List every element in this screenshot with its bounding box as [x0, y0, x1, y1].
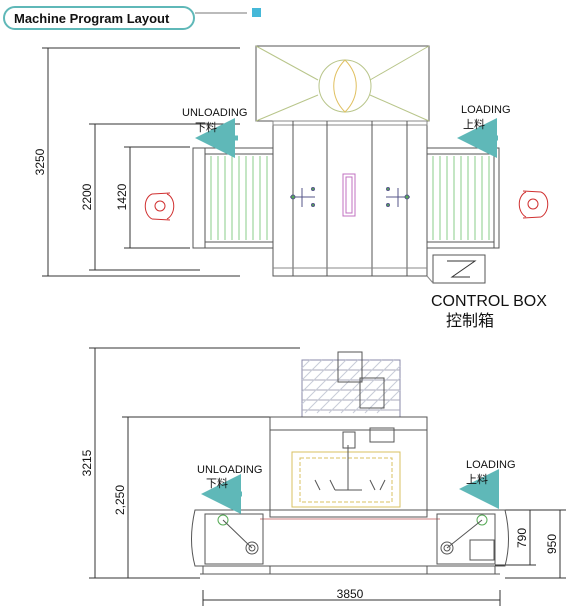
side-loading-zh-label: 上料: [466, 472, 488, 486]
title-connector: [195, 8, 261, 17]
dim-side-mid-height: 2,250: [113, 485, 127, 515]
top-unloading-label: UNLOADING: [182, 107, 247, 119]
side-dimension-lines: [89, 347, 566, 606]
control-box: [426, 254, 486, 284]
fan-housing: [255, 45, 430, 122]
top-unloading-zh-label: 下料: [195, 120, 217, 134]
side-base-frame: [191, 509, 509, 575]
side-unloading-label: UNLOADING: [197, 464, 262, 476]
chamber-handle-left: [290, 187, 315, 207]
top-loading-zh-label: 上料: [463, 117, 485, 131]
chamber-handle-right: [386, 187, 410, 207]
right-conveyor: [426, 147, 500, 249]
page-title: Machine Program Layout: [14, 10, 170, 26]
dim-top-inner: 1420: [115, 183, 129, 210]
side-right-module: [436, 513, 496, 565]
top-loading-label: LOADING: [461, 104, 511, 116]
side-unloading-zh-label: 下料: [206, 476, 228, 490]
dim-side-width: 3850: [337, 587, 364, 601]
top-dimension-lines: [42, 47, 240, 277]
side-main-body: [269, 416, 428, 518]
side-loading-label: LOADING: [466, 459, 516, 471]
control-box-zh-label: 控制箱: [446, 312, 494, 330]
operator-left-icon: [144, 192, 175, 221]
dim-top-overall: 3250: [33, 148, 47, 175]
title-box: Machine Program Layout: [3, 6, 195, 30]
left-conveyor: [192, 147, 274, 249]
side-left-module: [204, 513, 264, 565]
fan-unit: [301, 351, 401, 418]
control-box-label: CONTROL BOX: [431, 293, 547, 310]
operator-right-icon: [518, 190, 549, 219]
main-chamber: [272, 120, 428, 277]
side-view: 3215 2,250 790 950 3850: [80, 347, 566, 606]
dim-side-950: 950: [545, 534, 559, 554]
dim-top-middle: 2200: [80, 183, 94, 210]
dim-side-height: 3215: [80, 449, 94, 476]
dim-side-conveyor: 790: [515, 528, 529, 548]
top-view: 3250 2200 1420: [33, 45, 549, 330]
